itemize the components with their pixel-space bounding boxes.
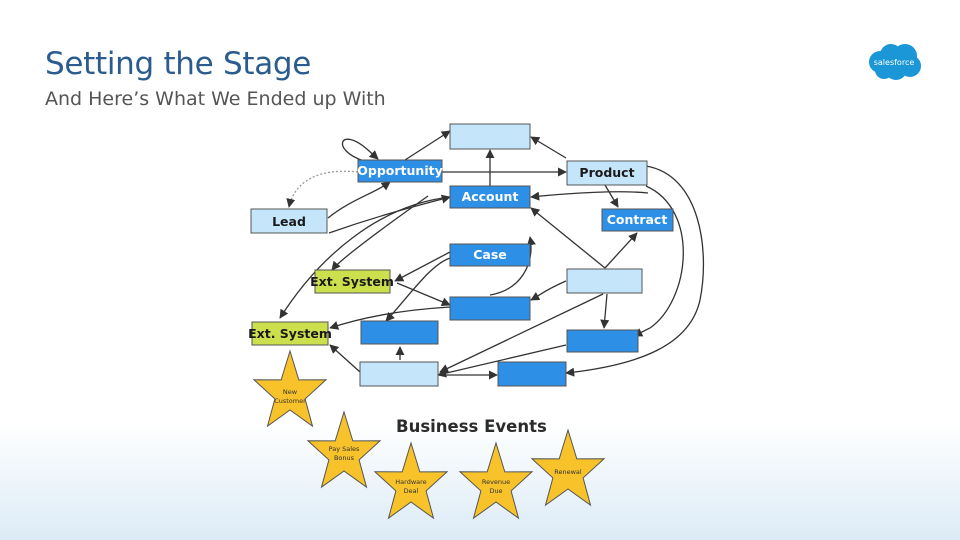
star-text-line: Deal: [404, 487, 419, 495]
connector: [329, 306, 451, 330]
connector: [489, 236, 536, 296]
connector: [329, 344, 361, 373]
connector: [604, 184, 619, 208]
connector: [396, 282, 451, 307]
salesforce-logo: salesforce: [869, 44, 921, 80]
connector: [565, 165, 705, 377]
node-light-bottom: [359, 361, 439, 387]
node-blue-center: [449, 296, 531, 321]
node-ext-system-1: [314, 269, 391, 294]
node-blue-left: [360, 320, 439, 345]
connector: [439, 293, 604, 373]
connector: [530, 207, 606, 269]
slide-subtitle: And Here’s What We Ended up With: [45, 88, 386, 110]
connector: [286, 170, 359, 208]
node-ext-system-2-label: Ext. System: [248, 326, 332, 341]
star-text-line: Bonus: [334, 454, 355, 462]
star-renewal: Renewal: [530, 428, 606, 507]
connector: [604, 232, 638, 269]
svg-text:Renewal: Renewal: [554, 468, 582, 476]
node-opportunity: [357, 159, 443, 183]
node-opportunity-label: Opportunity: [357, 163, 442, 178]
star-text-line: Revenue: [482, 478, 510, 486]
node-blue-bottom: [497, 361, 567, 387]
connector: [331, 195, 429, 271]
star-text-line: Renewal: [554, 468, 582, 476]
node-case: [449, 243, 531, 267]
connector: [394, 251, 451, 282]
node-light-right: [566, 268, 643, 294]
node-ext-system-2: [251, 321, 329, 346]
connector: [600, 293, 610, 329]
node-case-label: Case: [473, 247, 507, 262]
business-events-label: Business Events: [396, 417, 547, 436]
node-top-empty: [449, 123, 531, 150]
connector: [437, 344, 567, 378]
star-text-line: Customer: [274, 397, 306, 405]
connectors: [279, 130, 705, 380]
node-lead: [250, 208, 328, 234]
node-ext-system-1-label: Ext. System: [310, 274, 394, 289]
node-account-label: Account: [462, 189, 519, 204]
star-text-line: Due: [489, 487, 502, 495]
connector: [530, 280, 567, 301]
nodes: [250, 123, 674, 387]
connector: [530, 136, 567, 159]
node-contract-label: Contract: [607, 212, 668, 227]
star-text-line: New: [283, 388, 298, 396]
connector: [385, 257, 451, 322]
node-lead-label: Lead: [272, 214, 306, 229]
slide-title: Setting the Stage: [45, 46, 312, 82]
connector: [341, 138, 379, 162]
node-contract: [601, 208, 674, 232]
connector: [404, 130, 451, 161]
node-product: [566, 160, 648, 186]
node-product-label: Product: [579, 165, 634, 180]
logo-text: salesforce: [874, 58, 915, 67]
connector: [530, 191, 649, 201]
star-text-line: Hardware: [395, 478, 426, 486]
connector: [279, 196, 451, 319]
node-blue-right: [566, 329, 639, 353]
node-account: [449, 185, 531, 209]
connector: [327, 181, 391, 219]
star-text-line: Pay Sales: [329, 445, 360, 453]
